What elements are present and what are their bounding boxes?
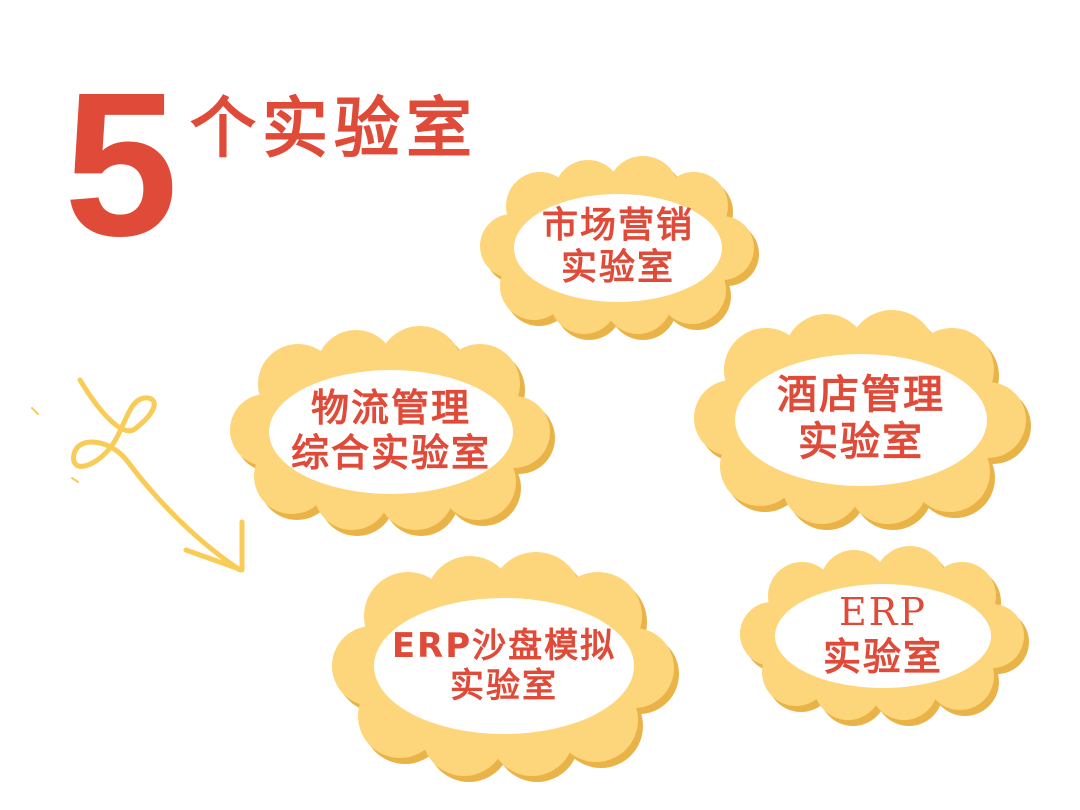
- lab-cloud-erp-sandbox: ERP沙盘模拟 实验室: [332, 552, 679, 782]
- lab-cloud-logistics: 物流管理 综合实验室: [228, 326, 555, 536]
- lab-name-line1: 市场营销: [541, 204, 694, 246]
- title-text: 个实验室: [190, 90, 478, 167]
- hand-drawn-loop-arrow-icon: [31, 377, 245, 573]
- cloud-shape: [480, 156, 759, 340]
- lab-name-line1: 酒店管理: [777, 371, 945, 418]
- lab-name-line2: 实验室: [560, 247, 675, 288]
- cloud-shape: [740, 546, 1029, 726]
- lab-cloud-erp: ERP 实验室: [738, 546, 1029, 726]
- lab-name-line2: 实验室: [822, 635, 943, 679]
- lab-name-line2: 实验室: [798, 419, 924, 465]
- lab-name-line2: 综合实验室: [290, 431, 491, 475]
- cloud-shape: [694, 310, 1031, 530]
- lab-name-line1: ERP: [839, 590, 927, 635]
- lab-name-line1: ERP沙盘模拟: [391, 625, 617, 666]
- lab-name-line2: 实验室: [450, 666, 558, 706]
- cloud-shape: [230, 326, 555, 536]
- title-number: 5: [64, 50, 178, 279]
- cloud-shape: [332, 552, 679, 782]
- lab-cloud-marketing: 市场营销 实验室: [478, 156, 759, 340]
- lab-name-line1: 物流管理: [310, 386, 471, 431]
- lab-cloud-hotel: 酒店管理 实验室: [694, 310, 1031, 530]
